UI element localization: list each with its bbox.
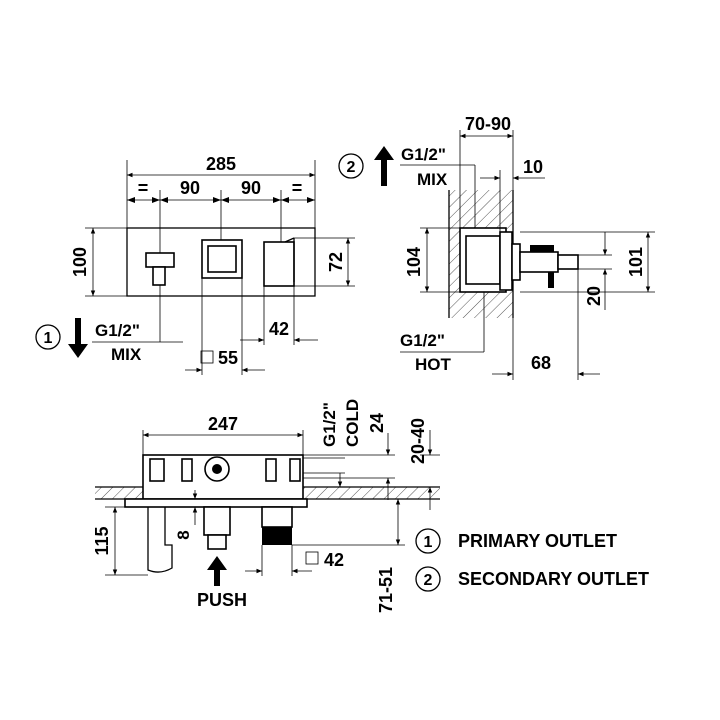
legend-primary-outlet: PRIMARY OUTLET: [458, 531, 617, 551]
dim-90-left: 90: [180, 178, 200, 198]
dim-104: 104: [404, 247, 424, 277]
dim-70-90: 70-90: [465, 114, 511, 134]
front-outlet-left: [145, 252, 175, 268]
dim-100: 100: [70, 247, 90, 277]
side-bottom-hot: HOT: [415, 355, 452, 374]
side-top-g12: G1/2": [401, 145, 446, 164]
dim-101: 101: [626, 247, 646, 277]
legend-marker-2-text: 2: [424, 572, 433, 589]
dim-42-button: 42: [269, 319, 289, 339]
dim-20: 20: [584, 286, 604, 306]
side-view: 70-90 10 2 G1/2" MIX 104 101 20 G1/2": [338, 114, 655, 380]
dim-72: 72: [326, 252, 346, 272]
legend-marker-1-text: 1: [424, 534, 433, 551]
front-view: 285 = 90 90 = 100 72 42 55 1: [35, 154, 355, 375]
push-arrow-icon: [207, 556, 227, 586]
dim-24: 24: [367, 413, 387, 433]
dim-eq-right: =: [292, 178, 303, 198]
dim-8: 8: [174, 530, 193, 539]
side-top-mix: MIX: [417, 170, 448, 189]
front-button: [263, 241, 295, 287]
marker-1-left: [35, 324, 61, 350]
dim-285: 285: [206, 154, 236, 174]
dim-71-51: 71-51: [376, 567, 396, 613]
dim-90-right: 90: [241, 178, 261, 198]
square-symbol-42: [305, 551, 319, 565]
top-outlet-left: [147, 507, 173, 573]
legend-secondary-outlet: SECONDARY OUTLET: [458, 569, 649, 589]
front-knob-inner: [207, 245, 237, 273]
left-conn-g12: G1/2": [95, 321, 140, 340]
dim-115: 115: [92, 526, 112, 555]
arrow-down-icon: [68, 318, 88, 358]
side-bottom-g12: G1/2": [400, 331, 445, 350]
dim-55: 55: [218, 348, 238, 368]
dim-42-square: 42: [324, 550, 344, 570]
arrow-up-icon: [374, 146, 394, 186]
square-symbol-55: [200, 350, 214, 364]
legend: 1 PRIMARY OUTLET 2 SECONDARY OUTLET: [415, 528, 649, 592]
dim-68: 68: [531, 353, 551, 373]
top-cold-label: COLD: [343, 399, 362, 447]
push-label: PUSH: [197, 590, 247, 610]
top-plate: [124, 498, 308, 508]
dim-eq-left: =: [138, 178, 149, 198]
dim-247: 247: [208, 414, 238, 434]
legend-marker-1: [415, 528, 441, 554]
marker-2-side: [338, 153, 364, 179]
top-cold-g12: G1/2": [320, 402, 339, 447]
marker-2-side-text: 2: [347, 159, 356, 176]
dim-10: 10: [523, 157, 543, 177]
left-conn-mix: MIX: [111, 345, 142, 364]
dim-20-40: 20-40: [408, 418, 428, 464]
legend-marker-2: [415, 566, 441, 592]
marker-1-left-text: 1: [44, 330, 53, 347]
top-view: 247 G1/2" COLD 24 20-40 115 8 PUSH: [92, 399, 440, 613]
